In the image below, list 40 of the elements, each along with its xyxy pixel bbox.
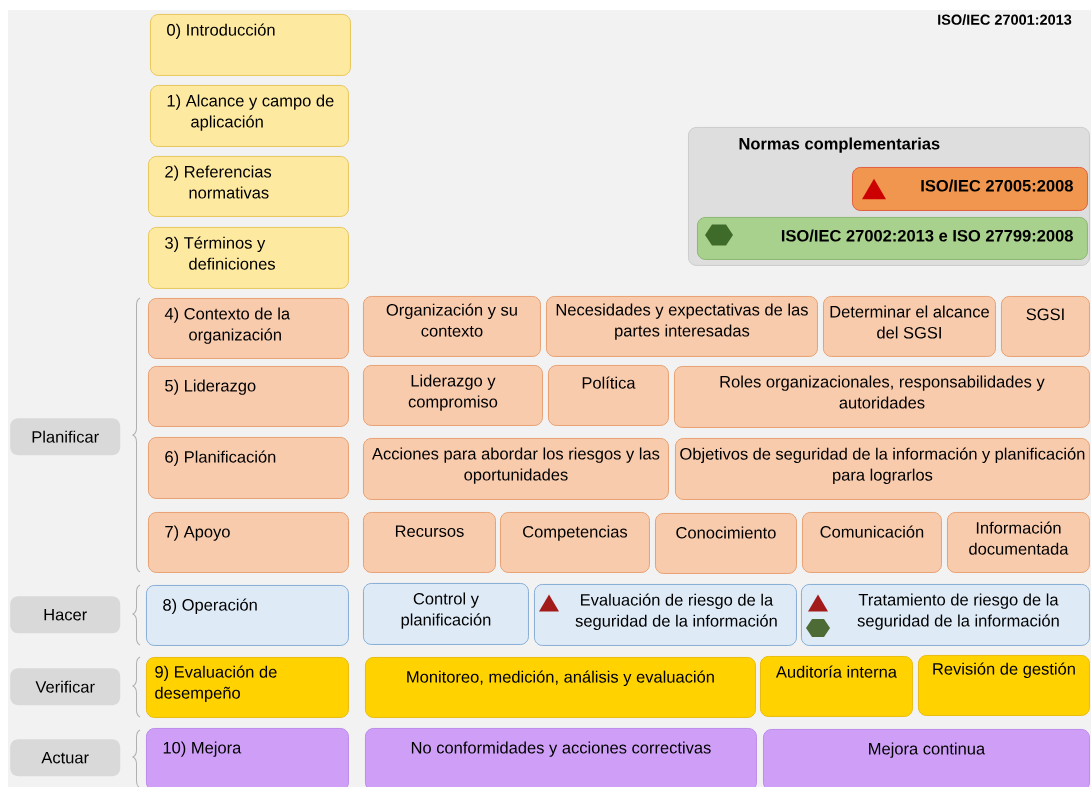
topic-box: Roles organizacionales, responsabilidades y autoridades xyxy=(674,366,1090,428)
topic-box: Competencias xyxy=(500,512,650,573)
phase-label: Planificar xyxy=(10,418,121,456)
topic-box: Auditoría interna xyxy=(760,656,913,717)
section-box: 1) Alcance y campo de aplicación xyxy=(150,85,349,147)
section-box: 3) Términos y definiciones xyxy=(148,227,349,289)
section-box: 0) Introducción xyxy=(150,14,351,76)
section-box: 10) Mejora xyxy=(146,728,349,787)
topic-box: Información documentada xyxy=(947,512,1090,573)
topic-box: Evaluación de riesgo de la seguridad de la información xyxy=(534,584,797,646)
topic-box: Necesidades y expectativas de las partes interesadas xyxy=(546,296,818,357)
topic-box: Política xyxy=(548,365,669,426)
topic-box: Comunicación xyxy=(802,512,942,573)
topic-box: Organización y su contexto xyxy=(363,296,541,357)
topic-box: Acciones para abordar los riesgos y las oportunidades xyxy=(363,438,669,500)
standard-box: ISO/IEC 27005:2008 xyxy=(852,167,1088,211)
section-box: 4) Contexto de la organización xyxy=(148,298,349,359)
phase-label: Verificar xyxy=(10,668,121,706)
topic-box: Revisión de gestión xyxy=(918,655,1090,716)
section-box: 2) Referencias normativas xyxy=(148,156,349,217)
topic-box: Control y planificación xyxy=(363,583,529,645)
section-box: 7) Apoyo xyxy=(148,512,349,573)
topic-box: Monitoreo, medición, análisis y evaluación xyxy=(365,657,756,718)
phase-label: Hacer xyxy=(10,596,121,634)
section-box: 6) Planificación xyxy=(148,437,349,499)
topic-box: Tratamiento de riesgo de la seguridad de la información xyxy=(801,584,1090,646)
topic-box: No conformidades y acciones correctivas xyxy=(365,728,757,787)
topic-box: Liderazgo y compromiso xyxy=(363,365,543,426)
title: ISO/IEC 27001:2013 xyxy=(938,14,1072,25)
topic-box: Determinar el alcance del SGSI xyxy=(823,296,996,357)
section-box: 8) Operación xyxy=(146,585,349,646)
phase-label: Actuar xyxy=(10,739,121,777)
topic-box: Mejora continua xyxy=(763,729,1090,787)
topic-box: SGSI xyxy=(1001,296,1090,357)
section-box: 9) Evaluación de desempeño xyxy=(146,657,349,718)
topic-box: Objetivos de seguridad de la información y planificación para lograrlos xyxy=(675,438,1090,500)
topic-box: Conocimiento xyxy=(655,513,797,574)
topic-box: Recursos xyxy=(363,512,496,573)
section-box: 5) Liderazgo xyxy=(148,366,349,427)
standard-box: ISO/IEC 27002:2013 e ISO 27799:2008 xyxy=(697,217,1088,260)
